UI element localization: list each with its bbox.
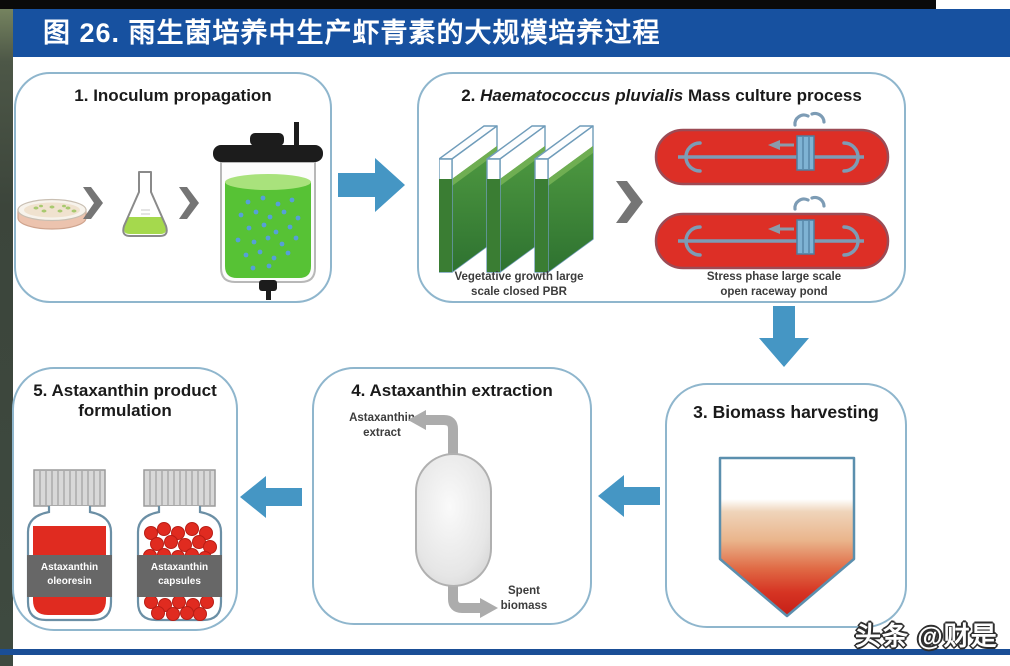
oleoresin-label-line2: oleoresin <box>47 575 92 587</box>
figure-caption-bar: 图 26. 雨生菌培养中生产虾青素的大规模培养过程 <box>13 9 1010 57</box>
step3-title: 3. Biomass harvesting <box>693 402 879 422</box>
capsules-label-line2: capsules <box>158 575 201 587</box>
step2-title-number: 2. <box>461 86 481 105</box>
extract-arrow-icon <box>408 410 458 456</box>
spent-label-line2: biomass <box>500 599 548 612</box>
raceway-label-line2: open raceway pond <box>720 285 828 298</box>
step2-title: 2. Haematococcus pluvialis Mass culture … <box>419 86 904 106</box>
chevron-right-icon <box>179 187 199 219</box>
spent-label: Spent biomass <box>482 584 566 614</box>
step5-title-line2: formulation <box>78 401 172 421</box>
bottle-capsules-icon <box>136 469 223 622</box>
watermark: 头条 @财是 <box>855 616 998 653</box>
step2-box: 2. Haematococcus pluvialis Mass culture … <box>417 72 906 303</box>
capsules-label: Astaxanthin capsules <box>137 555 222 597</box>
chevron-right-icon <box>616 181 643 223</box>
step1-box: 1. Inoculum propagation <box>14 72 332 303</box>
oleoresin-label-line1: Astaxanthin <box>40 562 99 573</box>
arrow-right-icon <box>338 158 405 212</box>
step2-title-rest: Mass culture process <box>683 86 862 105</box>
bioreactor-icon <box>213 122 323 300</box>
step1-title: 1. Inoculum propagation <box>74 86 272 105</box>
arrow-left-icon <box>240 476 302 518</box>
step4-box: 4. Astaxanthin extraction Astaxanthin ex… <box>312 367 592 625</box>
step2-title-species: Haematococcus pluvialis <box>480 86 684 105</box>
oleoresin-label: Astaxanthin oleoresin <box>27 555 112 597</box>
paddle-wheel-icon <box>768 135 815 171</box>
raceway-label-line1: Stress phase large scale <box>706 271 842 283</box>
extract-label-line2: extract <box>363 426 401 439</box>
erlenmeyer-flask-icon <box>122 171 168 237</box>
spent-arrow-icon <box>448 584 498 618</box>
step5-title: 5. Astaxanthin product formulation <box>14 381 236 422</box>
harvest-vessel-icon <box>718 456 856 618</box>
watermark-text: 头条 @财是 <box>855 621 998 651</box>
top-black-strip <box>0 0 936 9</box>
figure-caption: 图 26. 雨生菌培养中生产虾青素的大规模培养过程 <box>43 18 661 48</box>
extract-label-line1: Astaxanthin <box>349 412 415 424</box>
raceway-pond-icon <box>654 195 890 270</box>
arrow-left-icon <box>598 475 660 517</box>
pbr-label-line1: Vegetative growth large <box>454 271 584 283</box>
spent-label-line1: Spent <box>508 585 540 597</box>
raceway-label: Stress phase large scale open raceway po… <box>656 270 892 300</box>
step4-title: 4. Astaxanthin extraction <box>351 381 553 400</box>
pbr-label-line2: scale closed PBR <box>471 285 567 298</box>
step3-box: 3. Biomass harvesting <box>665 383 907 628</box>
chevron-right-icon <box>83 187 103 219</box>
paddle-wheel-icon <box>768 219 815 255</box>
step5-title-line1: 5. Astaxanthin product <box>33 381 217 400</box>
bottle-oleoresin-icon <box>26 469 113 622</box>
bottom-divider-line <box>0 649 1010 655</box>
raceway-pond-icon <box>654 111 890 186</box>
arrow-down-icon <box>759 306 809 367</box>
left-edge-strip <box>0 9 13 666</box>
step5-box: 5. Astaxanthin product formulation <box>12 367 238 631</box>
capsules-label-line1: Astaxanthin <box>150 562 209 573</box>
flat-panel-pbr-icon <box>439 125 594 273</box>
extraction-capsule-icon <box>408 410 498 618</box>
petri-dish-icon <box>17 198 87 230</box>
extract-label: Astaxanthin extract <box>328 411 436 441</box>
pbr-label: Vegetative growth large scale closed PBR <box>424 270 614 300</box>
